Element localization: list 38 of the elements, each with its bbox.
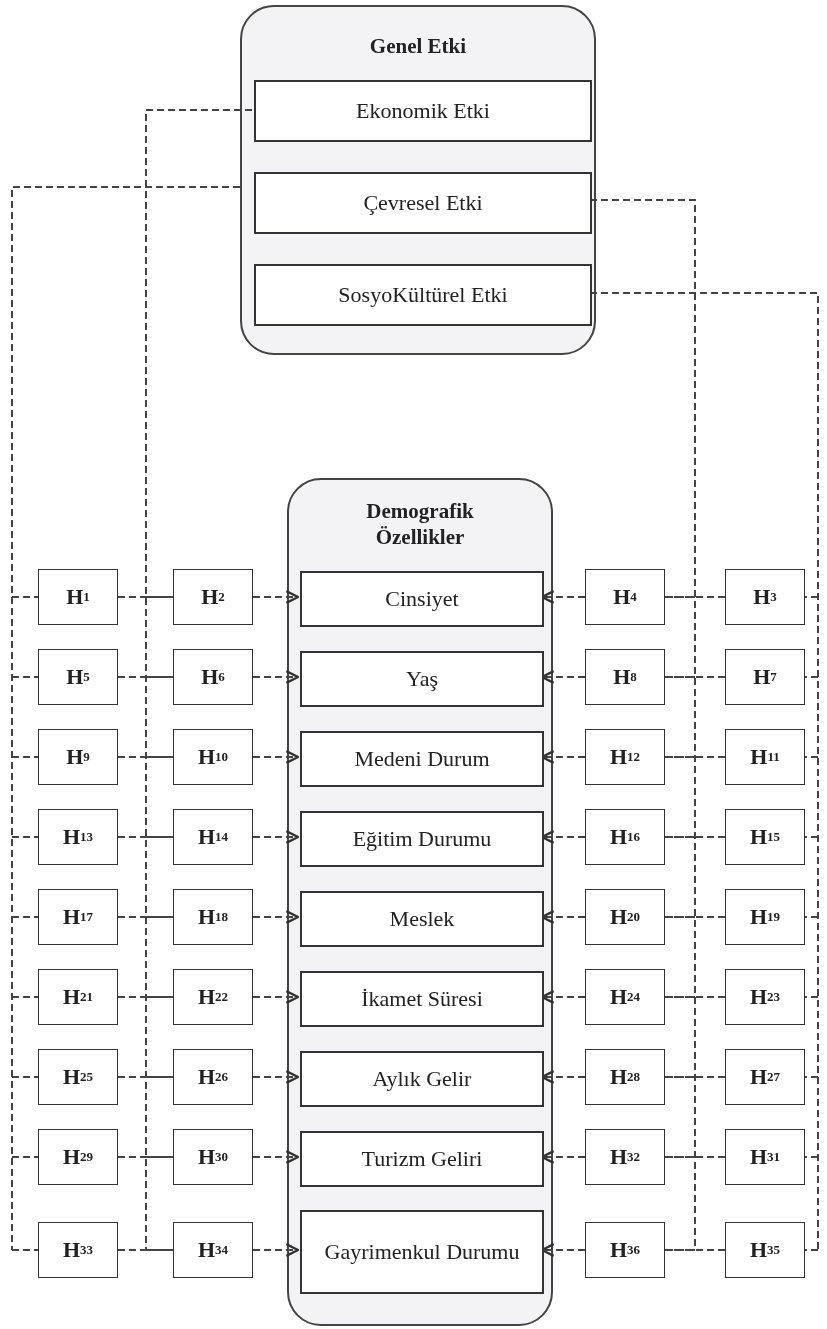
dashed-line: [664, 676, 726, 678]
dashed-line: [664, 836, 726, 838]
factor-box: Yaş: [300, 651, 544, 707]
factor-box: İkamet Süresi: [300, 971, 544, 1027]
dashed-arrow: [252, 1070, 300, 1084]
group-title: Genel Etki: [368, 33, 468, 59]
factor-box: Ekonomik Etki: [254, 80, 592, 142]
factor-box: Cinsiyet: [300, 571, 544, 627]
dashed-arrow: [252, 590, 300, 604]
dashed-line: [145, 109, 253, 1251]
dashed-line: [664, 596, 726, 598]
factor-box: SosyoKültürel Etki: [254, 264, 592, 326]
dashed-line: [589, 199, 696, 1251]
dashed-line: [664, 756, 726, 758]
dashed-line: [664, 1249, 726, 1251]
dashed-arrow: [252, 750, 300, 764]
dashed-line: [664, 996, 726, 998]
dashed-arrow: [252, 830, 300, 844]
dashed-line: [664, 916, 726, 918]
factor-box: Meslek: [300, 891, 544, 947]
group-panel: [287, 478, 553, 1326]
dashed-line: [11, 186, 241, 1251]
factor-box: Çevresel Etki: [254, 172, 592, 234]
factor-box: Gayrimenkul Durumu: [300, 1210, 544, 1294]
factor-box: Aylık Gelir: [300, 1051, 544, 1107]
dashed-arrow: [252, 990, 300, 1004]
dashed-line: [664, 1076, 726, 1078]
dashed-line: [589, 292, 819, 1251]
group-title: Demografik Özellikler: [365, 498, 475, 550]
group-panel: [240, 5, 596, 355]
dashed-arrow: [252, 910, 300, 924]
dashed-arrow: [252, 670, 300, 684]
factor-box: Turizm Geliri: [300, 1131, 544, 1187]
factor-box: Medeni Durum: [300, 731, 544, 787]
dashed-arrow: [252, 1150, 300, 1164]
dashed-line: [664, 1156, 726, 1158]
factor-box: Eğitim Durumu: [300, 811, 544, 867]
dashed-arrow: [252, 1243, 300, 1257]
